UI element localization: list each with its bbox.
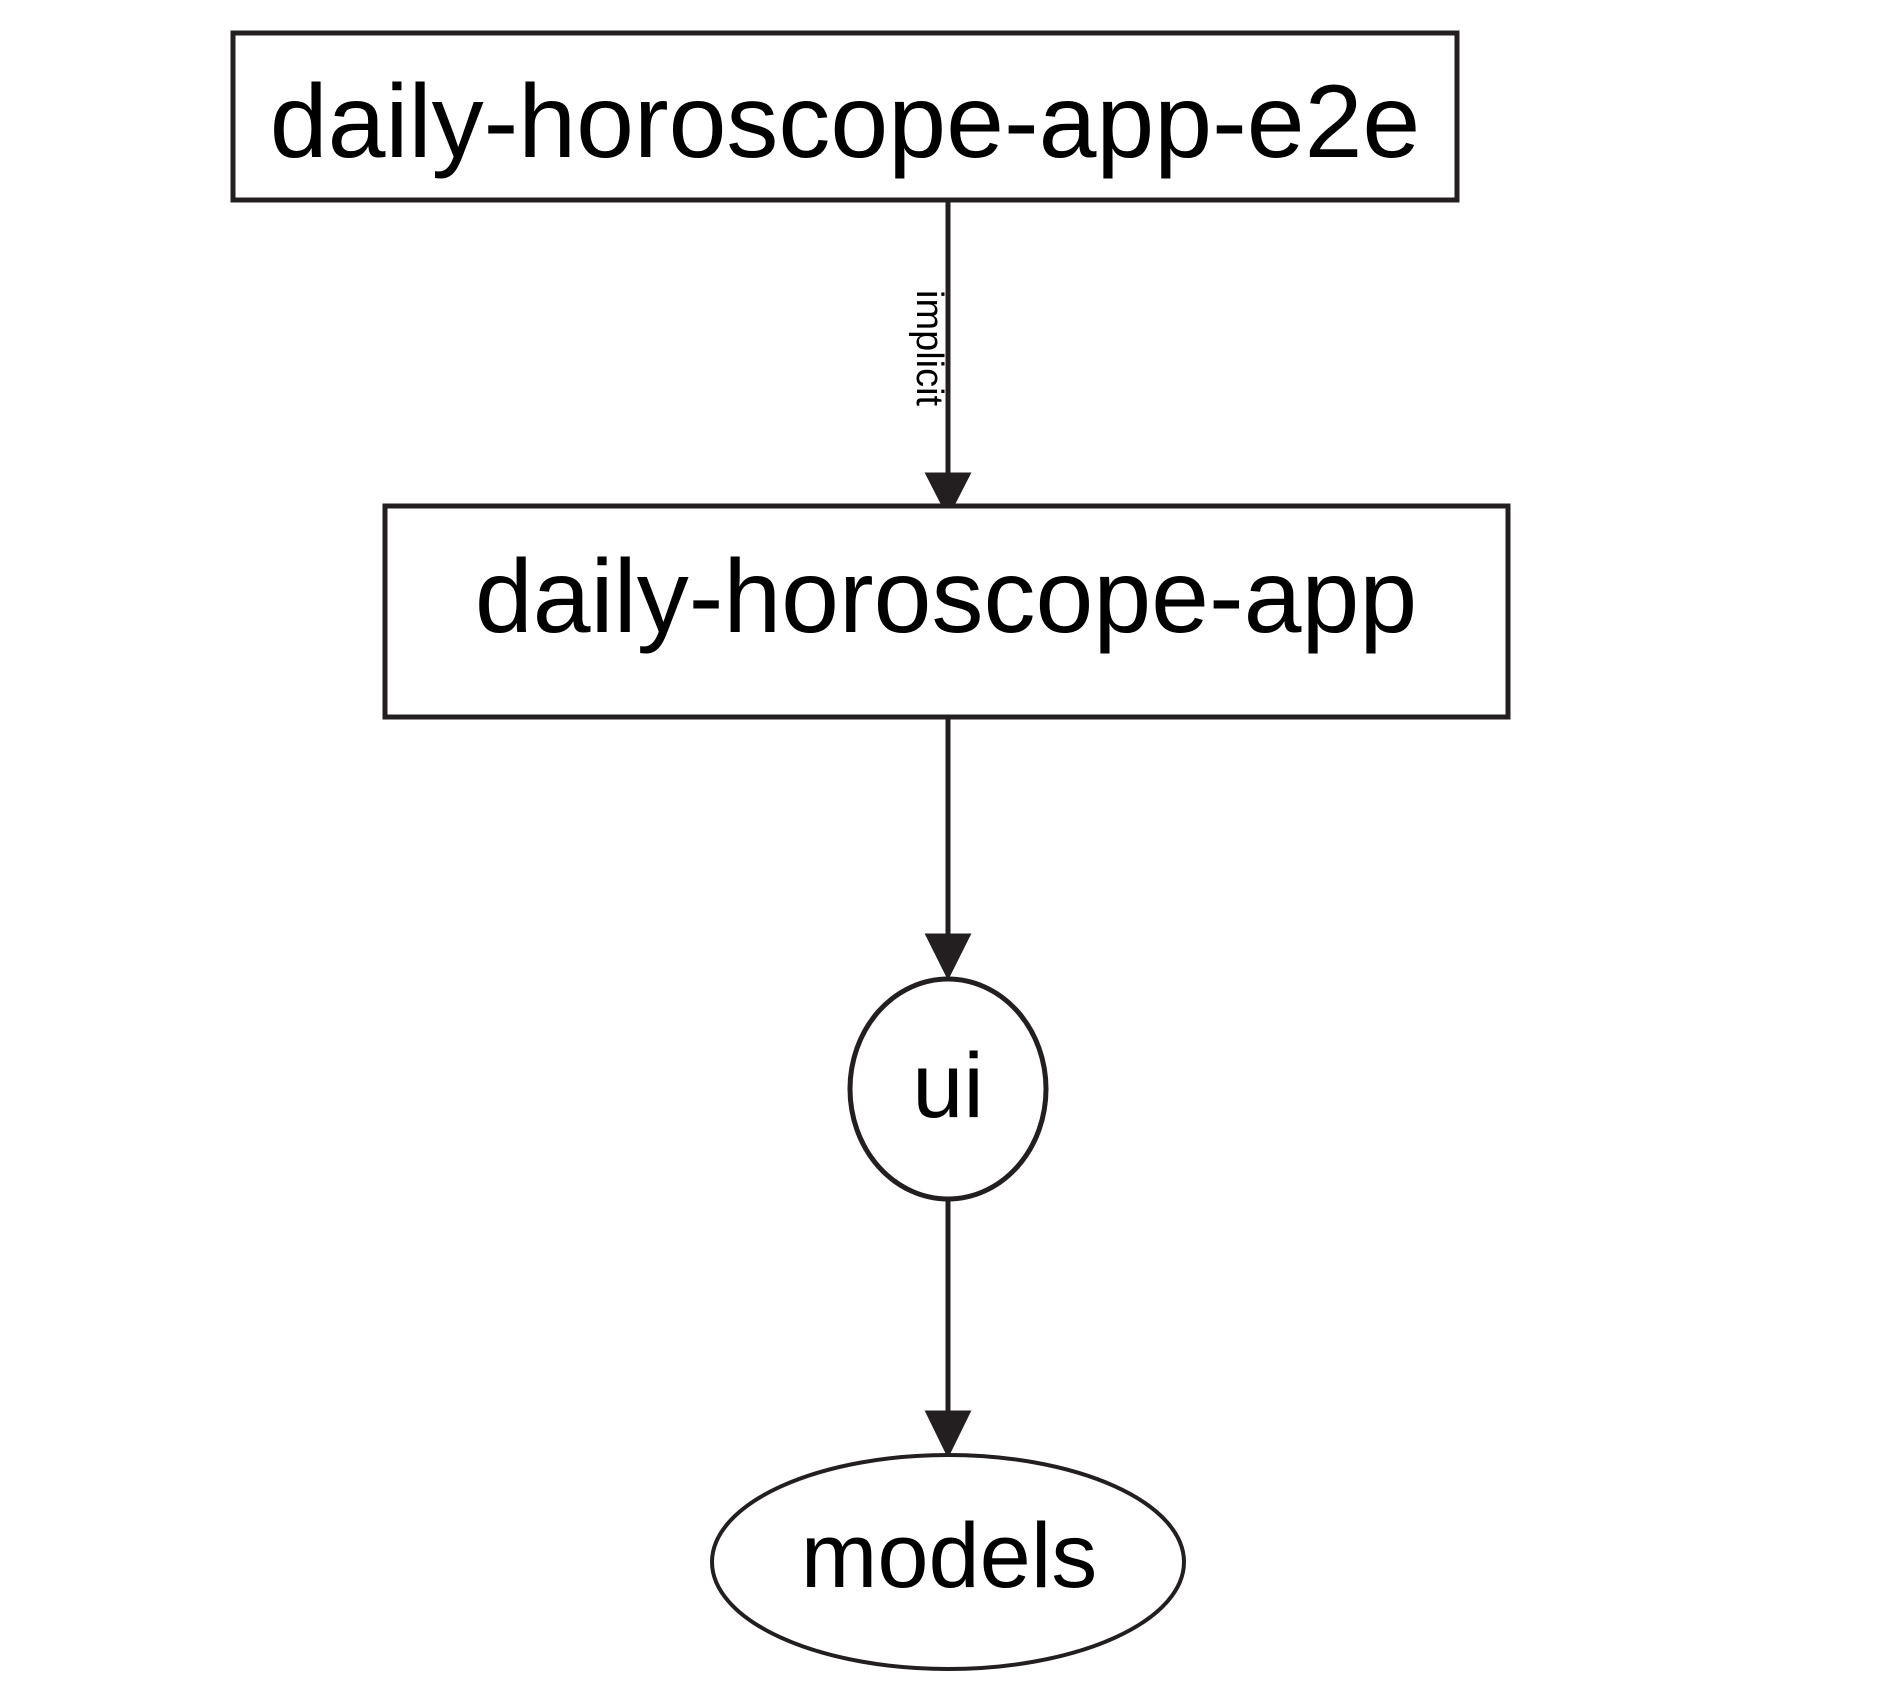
node-label-ui: ui bbox=[912, 1035, 984, 1137]
node-shape-daily-horoscope-app-e2e[interactable] bbox=[230, 30, 1460, 203]
edge-label-implicit: implicit bbox=[908, 290, 950, 407]
node-label-daily-horoscope-app-e2e: daily-horoscope-app-e2e bbox=[269, 64, 1421, 180]
edge-arrowhead-e2e-to-app bbox=[924, 472, 972, 519]
edge-arrowhead-ui-to-models bbox=[924, 1410, 972, 1459]
node-label-models: models bbox=[800, 1505, 1098, 1607]
node-shape-daily-horoscope-app[interactable] bbox=[382, 503, 1511, 720]
node-shape-models[interactable] bbox=[710, 1453, 1186, 1671]
node-label-daily-horoscope-app: daily-horoscope-app bbox=[474, 539, 1418, 655]
edge-arrowhead-app-to-ui bbox=[924, 933, 972, 981]
